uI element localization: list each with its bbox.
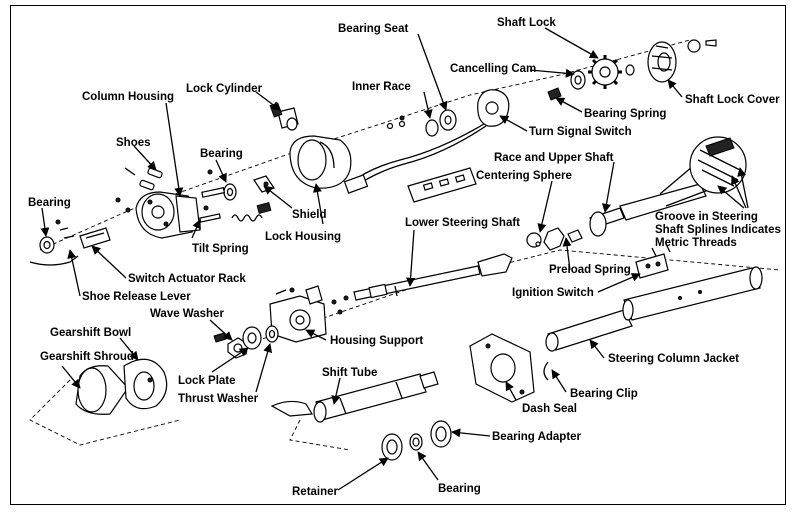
lock-housing-part	[289, 135, 352, 189]
label-retainer: Retainer	[292, 486, 339, 498]
label-ignition-switch: Ignition Switch	[512, 287, 594, 299]
label-steering-column-jacket: Steering Column Jacket	[608, 353, 739, 365]
diagram-frame	[10, 5, 786, 505]
screws	[55, 115, 405, 301]
label-groove-line-1: Groove in Steering	[655, 211, 758, 223]
column-housing-part	[135, 191, 201, 239]
label-shoe-release-lever: Shoe Release Lever	[82, 291, 191, 303]
label-shield: Shield	[292, 209, 327, 221]
label-groove-line-2: Shaft Splines Indicates	[655, 224, 781, 236]
label-preload-spring: Preload Spring	[549, 264, 631, 276]
label-race-and-upper-shaft: Race and Upper Shaft	[494, 152, 614, 164]
label-lock-plate: Lock Plate	[178, 375, 236, 387]
label-shift-tube: Shift Tube	[322, 367, 377, 379]
steering-column-jacket-part	[543, 266, 763, 381]
dash-seal-part	[469, 333, 535, 403]
gearshift-parts	[75, 358, 168, 415]
label-bearing-top: Bearing	[200, 148, 243, 160]
label-centering-sphere: Centering Sphere	[476, 170, 572, 182]
label-switch-actuator-rack: Switch Actuator Rack	[128, 273, 246, 285]
lock-cylinder-part	[269, 102, 299, 131]
shoes-part	[124, 167, 163, 191]
shaft-lock-cover-part	[647, 39, 717, 83]
label-tilt-spring: Tilt Spring	[192, 243, 249, 255]
tilt-parts	[199, 175, 275, 223]
label-thrust-washer: Thrust Washer	[178, 393, 259, 405]
shift-tube-part	[270, 371, 439, 423]
label-inner-race: Inner Race	[352, 81, 411, 93]
centering-plate-part	[407, 167, 477, 203]
label-column-housing: Column Housing	[82, 91, 174, 103]
label-bearing-left: Bearing	[28, 197, 71, 209]
leader-lines	[40, 27, 749, 491]
label-turn-signal-switch: Turn Signal Switch	[529, 126, 632, 138]
washer-parts	[227, 325, 279, 359]
label-shoes: Shoes	[116, 137, 151, 149]
label-bearing-spring: Bearing Spring	[584, 108, 666, 120]
label-lock-housing: Lock Housing	[265, 231, 341, 243]
label-shaft-lock: Shaft Lock	[497, 17, 556, 29]
label-groove-line-3: Metric Threads	[655, 237, 737, 249]
centering-sphere-part	[526, 227, 583, 251]
ignition-switch-part	[635, 243, 671, 279]
label-shaft-lock-cover: Shaft Lock Cover	[685, 94, 780, 106]
lower-steering-shaft-part	[353, 253, 513, 301]
bearing-adapter-parts	[381, 420, 452, 461]
label-dash-seal: Dash Seal	[522, 403, 577, 415]
label-bearing-seat: Bearing Seat	[338, 23, 408, 35]
cancelling-cam-part	[547, 70, 586, 101]
left-bearing-part	[29, 227, 111, 266]
label-wave-washer: Wave Washer	[150, 308, 224, 320]
label-gearshift-bowl: Gearshift Bowl	[50, 327, 131, 339]
label-cancelling-cam: Cancelling Cam	[450, 63, 536, 75]
inner-race-part	[425, 109, 457, 137]
callout-labels: Bearing Seat Shaft Lock Cancelling Cam I…	[28, 17, 781, 498]
label-bearing-adapter: Bearing Adapter	[492, 431, 582, 443]
label-gearshift-shroud: Gearshift Shroud	[40, 351, 134, 363]
label-housing-support: Housing Support	[330, 335, 423, 347]
label-lock-cylinder: Lock Cylinder	[186, 83, 263, 95]
parts-artwork	[29, 39, 781, 461]
label-bearing-bottom: Bearing	[438, 483, 481, 495]
label-bearing-clip: Bearing Clip	[570, 388, 638, 400]
shaft-lock-part	[588, 55, 635, 89]
label-lower-steering-shaft: Lower Steering Shaft	[405, 217, 520, 229]
